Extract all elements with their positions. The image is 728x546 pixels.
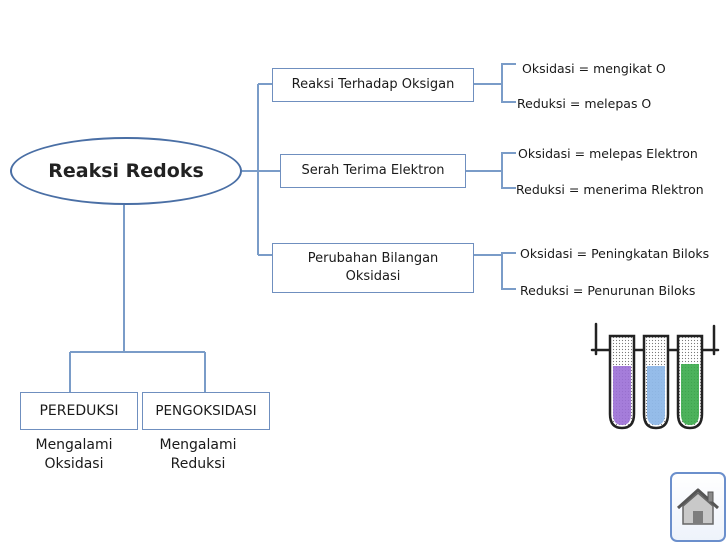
root-node: Reaksi Redoks xyxy=(10,137,242,205)
branch-oxygen-label: Reaksi Terhadap Oksigan xyxy=(291,77,455,92)
branch-oxidation-number: Perubahan Bilangan Oksidasi xyxy=(272,243,474,293)
leaf-electron-reduction: Reduksi = menerima Rlektron xyxy=(516,182,704,197)
agent-oxidator-label: PENGOKSIDASI xyxy=(155,403,257,419)
agent-oxidator: PENGOKSIDASI xyxy=(142,392,270,430)
root-label: Reaksi Redoks xyxy=(48,160,204,182)
branch-electron: Serah Terima Elektron xyxy=(280,154,466,188)
agent-reductor-note: Mengalami Oksidasi xyxy=(35,437,113,472)
home-button[interactable] xyxy=(670,472,726,542)
leaf-biloks-oxidation: Oksidasi = Peningkatan Biloks xyxy=(520,246,710,261)
leaf-oxygen-reduction: Reduksi = melepas O xyxy=(517,96,652,111)
agent-oxidator-note: Mengalami Reduksi xyxy=(159,437,237,472)
home-icon xyxy=(676,488,720,525)
branch-oxygen: Reaksi Terhadap Oksigan xyxy=(272,68,474,102)
branch-electron-label: Serah Terima Elektron xyxy=(301,163,445,178)
agent-reductor-label: PEREDUKSI xyxy=(39,403,119,419)
test-tubes-icon xyxy=(590,322,720,430)
leaf-oxygen-oxidation: Oksidasi = mengikat O xyxy=(522,61,666,76)
agent-reductor: PEREDUKSI xyxy=(20,392,138,430)
branch-oxidation-number-label: Perubahan Bilangan Oksidasi xyxy=(307,251,439,284)
leaf-electron-oxidation: Oksidasi = melepas Elektron xyxy=(518,146,698,161)
leaf-biloks-reduction: Reduksi = Penurunan Biloks xyxy=(520,283,696,298)
